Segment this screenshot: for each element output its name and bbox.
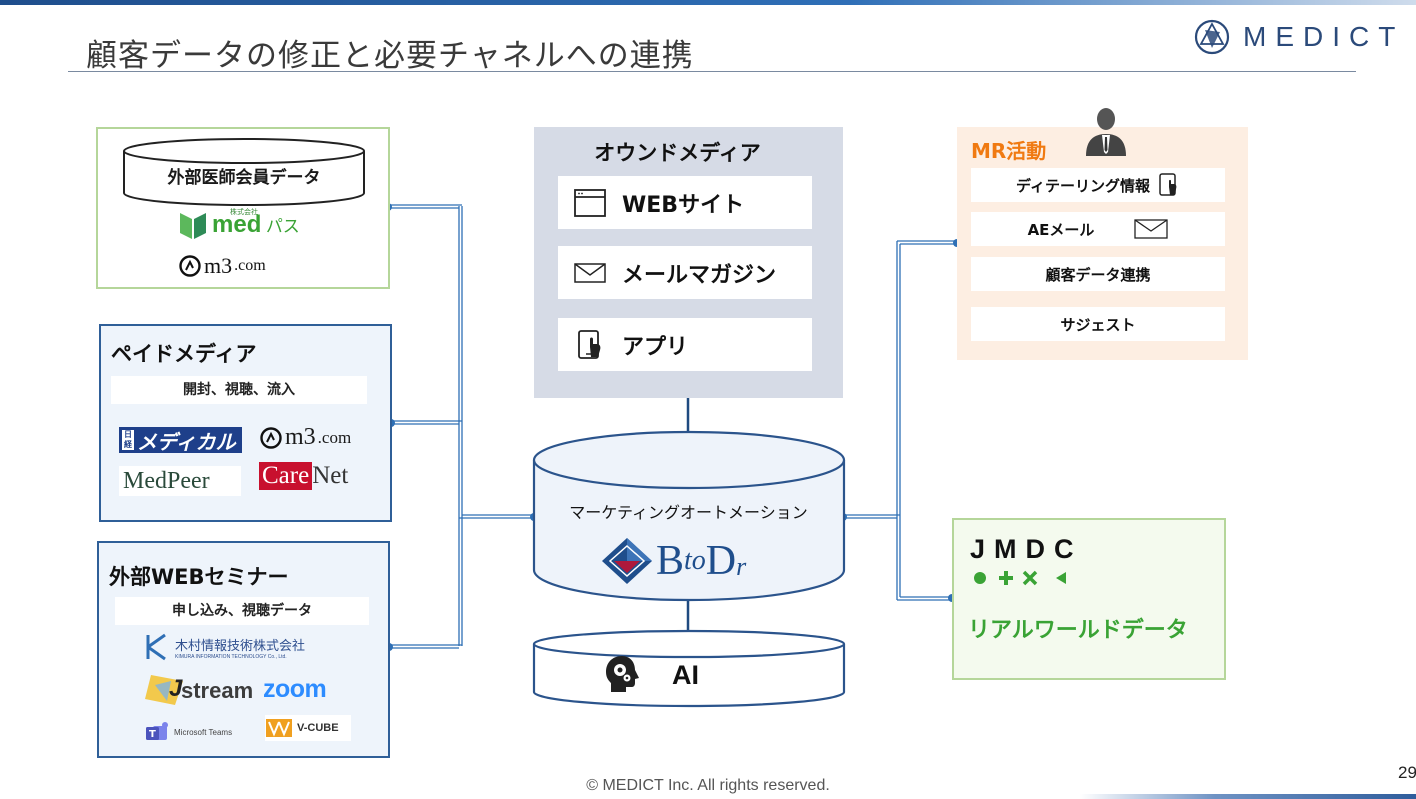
btodr-logo: B to D r bbox=[600, 536, 746, 586]
owned-item-app: アプリ bbox=[558, 318, 812, 371]
medict-logo-icon bbox=[1194, 19, 1230, 55]
m3-icon bbox=[179, 255, 201, 277]
svg-text:T: T bbox=[149, 729, 156, 740]
envelope-icon bbox=[1134, 219, 1169, 239]
jmdc-logo: JMDC bbox=[970, 534, 1083, 564]
jmdc-symbols-icon bbox=[974, 570, 1066, 586]
m3-logo-paid: m3 .com bbox=[259, 424, 351, 451]
web-seminar-heading: 外部WEBセミナー bbox=[109, 565, 289, 589]
owned-item-app-label: アプリ bbox=[622, 334, 689, 360]
mr-item-detailing-label: ディテーリング情報 bbox=[1016, 176, 1150, 195]
jstream-j: J bbox=[169, 675, 183, 702]
brand-name: MEDICT bbox=[1243, 21, 1405, 52]
zoom-logo: zoom bbox=[263, 675, 327, 703]
kimura-name-en: KIMURA INFORMATION TECHNOLOGY Co., Ltd. bbox=[175, 653, 287, 660]
nikkei-kanji: 日経 bbox=[122, 430, 134, 450]
brand-logo: MEDICT bbox=[1193, 18, 1404, 56]
carenet-net: Net bbox=[312, 462, 349, 489]
mr-item-suggest: サジェスト bbox=[971, 307, 1225, 341]
m3-text: m3 bbox=[204, 253, 233, 278]
owned-media-heading: オウンドメディア bbox=[594, 141, 761, 165]
nikkei-medical-logo: 日経 メディカル bbox=[119, 427, 242, 454]
mr-item-ae-mail: AEメール bbox=[971, 212, 1225, 246]
owned-item-mail-magazine: メールマガジン bbox=[558, 246, 812, 299]
owned-item-website-label: WEBサイト bbox=[622, 192, 745, 218]
medpass-corp-label: 株式会社 bbox=[230, 209, 258, 216]
vcube-text: V-CUBE bbox=[297, 722, 339, 734]
copyright-footer: © MEDICT Inc. All rights reserved. bbox=[586, 777, 830, 794]
btodr-r: r bbox=[736, 552, 747, 581]
external-member-data-box: 外部医師会員データ 株式会社 med パス m3 .com bbox=[96, 127, 390, 289]
kimura-logo: 木村情報技術株式会社 KIMURA INFORMATION TECHNOLOGY… bbox=[145, 633, 305, 661]
mr-item-customer-data: 顧客データ連携 bbox=[971, 257, 1225, 291]
page-title: 顧客データの修正と必要チャネルへの連携 bbox=[86, 38, 694, 74]
ai-brain-gear-icon bbox=[606, 656, 639, 692]
kimura-name: 木村情報技術株式会社 bbox=[175, 638, 306, 654]
m3-icon bbox=[260, 426, 282, 449]
jstream-text: stream bbox=[181, 678, 254, 703]
m3-text: m3 bbox=[285, 424, 316, 450]
medpass-med: med bbox=[212, 211, 262, 238]
title-underline bbox=[68, 71, 1356, 72]
browser-window-icon bbox=[572, 188, 608, 218]
owned-item-website: WEBサイト bbox=[558, 176, 812, 229]
m3-suffix: .com bbox=[317, 427, 352, 447]
nikkei-medical-text: メディカル bbox=[137, 431, 236, 454]
teams-logo: T Microsoft Teams bbox=[145, 721, 232, 743]
medpeer-logo: MedPeer bbox=[119, 466, 241, 496]
database-cylinder-icon bbox=[123, 138, 365, 206]
ma-label: マーケティングオートメーション bbox=[569, 503, 808, 522]
vcube-logo: V-CUBE bbox=[265, 715, 351, 741]
ai-label: AI bbox=[672, 660, 699, 690]
jstream-shape-icon bbox=[145, 675, 183, 705]
mr-item-ae-mail-label: AEメール bbox=[1027, 220, 1095, 239]
paid-media-heading: ペイドメディア bbox=[111, 342, 257, 366]
mr-person-avatar-icon bbox=[1086, 108, 1126, 156]
medpeer-text: MedPeer bbox=[123, 468, 210, 494]
btodr-d: D bbox=[705, 538, 737, 584]
tablet-touch-icon bbox=[572, 329, 608, 361]
m3-suffix: .com bbox=[234, 257, 266, 274]
kimura-k-icon bbox=[146, 633, 166, 661]
btodr-b: B bbox=[656, 538, 685, 584]
medpass-kana: パス bbox=[265, 217, 300, 236]
paid-media-box: ペイドメディア 開封、視聴、流入 日経 メディカル m3 .com MedPee… bbox=[99, 324, 392, 522]
teams-text: Microsoft Teams bbox=[174, 727, 233, 737]
jstream-logo: J stream bbox=[145, 671, 255, 707]
carenet-care: Care bbox=[259, 462, 313, 490]
vcube-icon bbox=[266, 719, 292, 737]
mr-activity-box: MR活動 ディテーリング情報 AEメール 顧客データ連携 サジェスト bbox=[957, 127, 1248, 360]
owned-item-mail-magazine-label: メールマガジン bbox=[622, 262, 777, 288]
mr-heading: MR活動 bbox=[971, 139, 1047, 163]
carenet-logo: Care Net bbox=[259, 462, 348, 490]
jmdc-box: JMDC リアルワールドデータ bbox=[952, 518, 1226, 680]
jmdc-rwd-label: リアルワールドデータ bbox=[968, 618, 1188, 643]
top-accent-bar bbox=[0, 0, 1416, 5]
external-member-db-label: 外部医師会員データ bbox=[167, 168, 321, 188]
btodr-to: to bbox=[684, 545, 706, 576]
web-seminar-box: 外部WEBセミナー 申し込み、視聴データ 木村情報技術株式会社 KIMURA I… bbox=[97, 541, 390, 758]
mr-item-detailing: ディテーリング情報 bbox=[971, 168, 1225, 202]
teams-icon: T bbox=[146, 722, 168, 740]
bottom-accent-bar bbox=[1080, 794, 1416, 799]
btodr-diamond-icon bbox=[602, 538, 652, 584]
medpass-icon bbox=[180, 213, 206, 239]
medpass-logo: 株式会社 med パス bbox=[178, 209, 300, 241]
envelope-icon bbox=[572, 262, 608, 284]
tablet-touch-icon bbox=[1159, 173, 1177, 196]
paid-media-subbar: 開封、視聴、流入 bbox=[111, 376, 367, 404]
m3-logo-top: m3 .com bbox=[178, 253, 266, 279]
owned-media-box: オウンドメディア WEBサイト メールマガジン アプリ bbox=[534, 127, 843, 398]
page-number: 29 bbox=[1398, 763, 1416, 782]
web-seminar-subbar: 申し込み、視聴データ bbox=[115, 597, 369, 625]
